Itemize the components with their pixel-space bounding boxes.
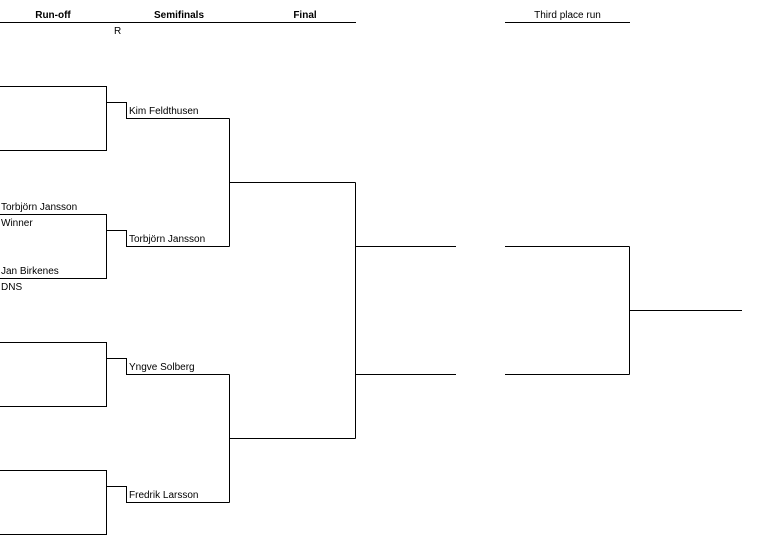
runoff-connector-1 [106, 102, 230, 119]
runoff-top-result: Winner [1, 218, 33, 229]
runoff-bottom-result: DNS [1, 282, 23, 293]
runoff-box-4 [0, 470, 107, 535]
semifinalist-4: Fredrik Larsson [129, 490, 199, 501]
semifinalist-3: Yngve Solberg [129, 362, 195, 373]
runoff-bottom-name: Jan Birkenes [1, 266, 59, 277]
header-underline-third [505, 22, 630, 23]
semifinalist-1: Kim Feldthusen [129, 106, 199, 117]
header-final: Final [293, 10, 317, 21]
runoff-connector-2 [106, 230, 230, 247]
header-third-place: Third place run [534, 10, 601, 21]
runoff-top-name: Torbjörn Jansson [1, 202, 78, 213]
header-underline-main [0, 22, 356, 23]
runoff-connector-3 [106, 358, 230, 375]
note-r: R [114, 26, 122, 37]
header-runoff: Run-off [35, 10, 71, 21]
runoff-box-1 [0, 86, 107, 151]
runoff-box-3 [0, 342, 107, 407]
runoff-box-2 [0, 214, 107, 279]
runoff-connector-4 [106, 486, 230, 503]
header-semifinals: Semifinals [153, 10, 205, 21]
semifinalist-2: Torbjörn Jansson [129, 234, 206, 245]
